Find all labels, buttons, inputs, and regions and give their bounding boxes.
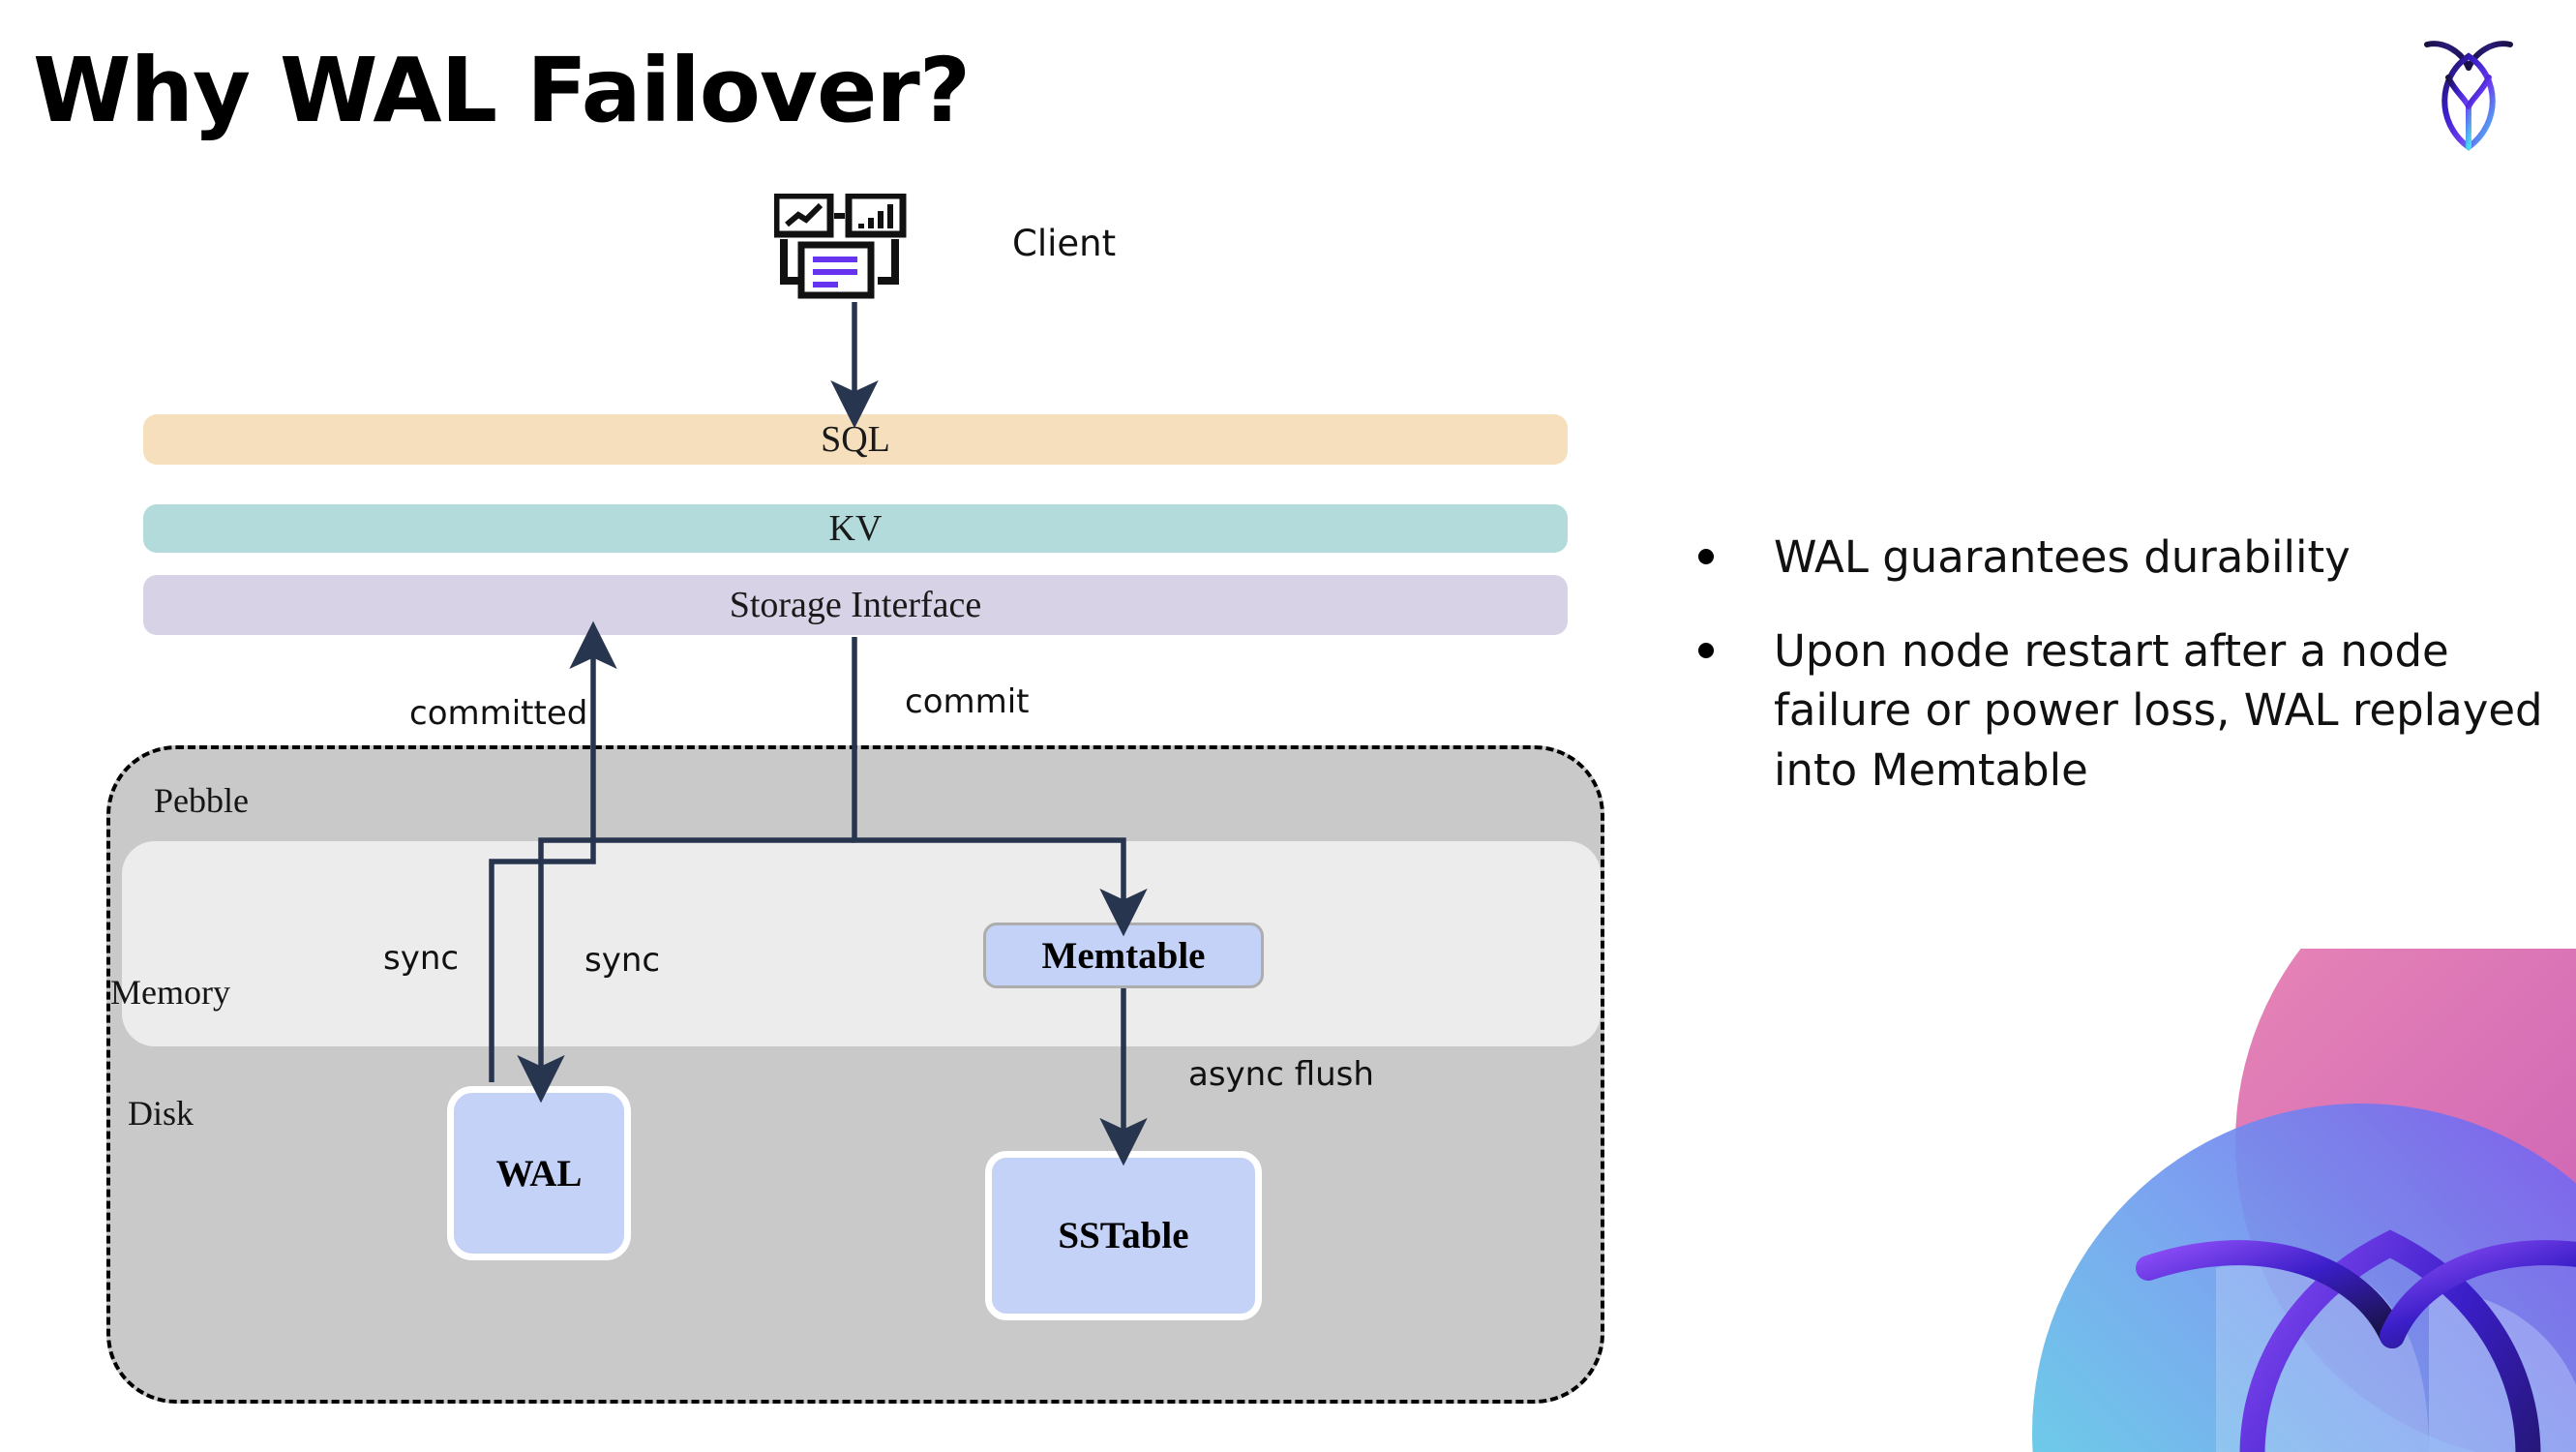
- list-item: Upon node restart after a node failure o…: [1698, 621, 2550, 800]
- stack-bar-storage-interface: Storage Interface: [143, 575, 1568, 635]
- page-title: Why WAL Failover?: [33, 39, 971, 142]
- memory-band: [122, 841, 1601, 1046]
- pebble-label: Pebble: [154, 781, 249, 820]
- memory-label: Memory: [110, 973, 230, 1012]
- bullet-text: Upon node restart after a node failure o…: [1774, 625, 2543, 796]
- edge-label-sync-left: sync: [383, 939, 460, 978]
- node-memtable: Memtable: [983, 923, 1264, 988]
- cockroach-leaf-logo-icon: [2415, 27, 2522, 153]
- client-dashboard-icon: [772, 192, 929, 305]
- stack-bar-kv: KV: [143, 504, 1568, 553]
- node-wal: WAL: [447, 1086, 631, 1260]
- node-sstable-label: SSTable: [1058, 1215, 1189, 1256]
- list-item: WAL guarantees durability: [1698, 528, 2550, 587]
- node-sstable: SSTable: [985, 1151, 1262, 1320]
- bullet-list: WAL guarantees durability Upon node rest…: [1698, 528, 2550, 834]
- stack-bar-sql: SQL: [143, 414, 1568, 465]
- node-wal-label: WAL: [495, 1152, 583, 1195]
- cockroach-leaf-decor-icon: [1974, 949, 2576, 1452]
- client-label: Client: [1012, 223, 1117, 264]
- edge-label-committed: committed: [409, 694, 588, 733]
- stack-bar-storage-interface-label: Storage Interface: [729, 585, 982, 625]
- edge-label-commit: commit: [905, 682, 1030, 721]
- bullet-text: WAL guarantees durability: [1774, 531, 2351, 583]
- bullet-dot-icon: [1698, 549, 1714, 564]
- edge-label-sync-right: sync: [584, 941, 661, 980]
- edge-label-async-flush: async flush: [1188, 1055, 1374, 1094]
- pebble-container: Pebble Memory Disk: [106, 745, 1604, 1404]
- bullet-dot-icon: [1698, 643, 1714, 659]
- stack-bar-kv-label: KV: [828, 508, 883, 549]
- disk-label: Disk: [128, 1094, 195, 1133]
- stack-bar-sql-label: SQL: [821, 419, 890, 460]
- node-memtable-label: Memtable: [1041, 934, 1206, 977]
